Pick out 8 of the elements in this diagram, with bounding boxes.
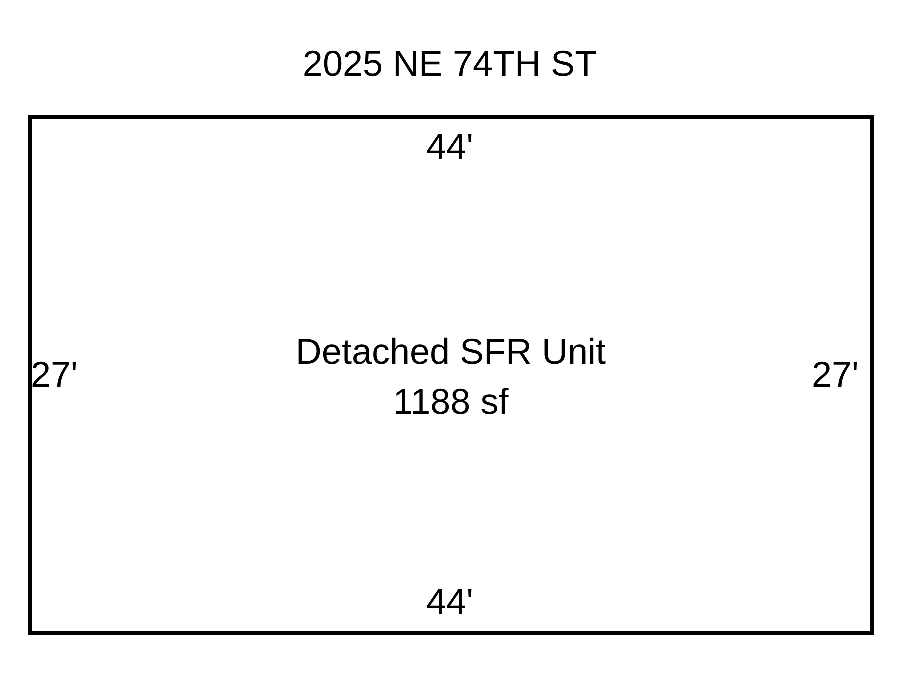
- unit-type-label: Detached SFR Unit: [294, 332, 608, 372]
- floor-area-label: 1188 sf: [392, 382, 510, 422]
- dimension-label: 27': [812, 355, 859, 395]
- building-footprint-outline: [28, 115, 874, 635]
- street-address-title: 2025 NE 74TH ST: [302, 44, 598, 84]
- dimension-label: 44': [426, 127, 474, 167]
- dimension-label: 44': [426, 582, 474, 622]
- dimension-label: 27': [31, 355, 78, 395]
